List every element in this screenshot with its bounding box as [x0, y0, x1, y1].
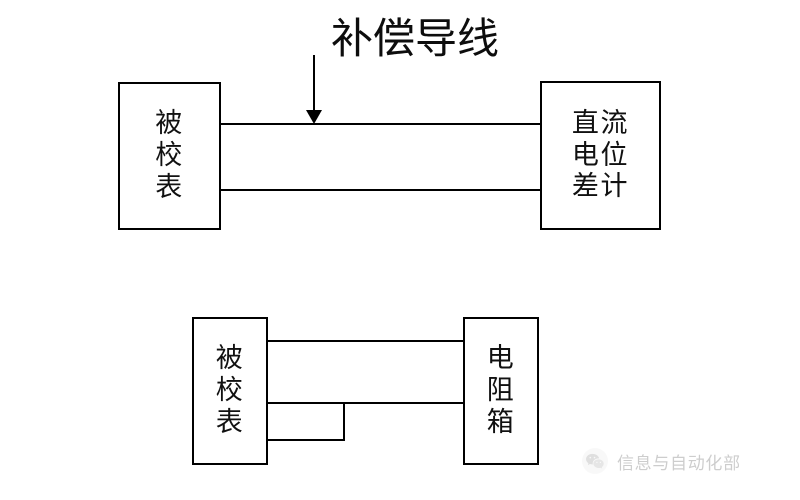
bottom-diagram-wire-jumper — [343, 402, 345, 441]
top-right-box-line-0: 直流 — [571, 107, 630, 139]
compensating-wire-arrow-shaft — [313, 55, 315, 111]
top-diagram-left-box[interactable]: 被 校 表 — [118, 82, 221, 230]
bottom-left-box-char-1: 校 — [215, 375, 245, 407]
top-left-box-char-1: 校 — [155, 140, 184, 172]
bottom-diagram-right-box[interactable]: 电 阻 箱 — [463, 317, 539, 465]
bottom-diagram-wire-lower-stub — [262, 439, 345, 441]
bottom-right-box-char-1: 阻 — [486, 375, 516, 407]
bottom-diagram-wire-upper — [262, 340, 468, 342]
bottom-diagram-left-box[interactable]: 被 校 表 — [192, 317, 268, 465]
bottom-right-box-char-2: 箱 — [486, 406, 516, 438]
top-right-box-line-2: 差计 — [571, 171, 630, 203]
bottom-right-box-char-0: 电 — [486, 343, 516, 375]
top-left-box-char-2: 表 — [155, 171, 184, 203]
top-right-box-line-1: 电位 — [571, 139, 630, 171]
bottom-left-box-char-2: 表 — [215, 406, 245, 438]
bottom-diagram-wire-middle — [262, 402, 468, 404]
diagram-top-title: 补偿导线 — [331, 14, 500, 63]
top-diagram-wire-upper — [214, 123, 546, 125]
compensating-wire-arrow-head — [306, 110, 322, 124]
watermark: 信息与自动化部 — [582, 448, 741, 474]
bottom-left-box-char-0: 被 — [215, 343, 245, 375]
watermark-text: 信息与自动化部 — [617, 453, 741, 474]
top-diagram-wire-lower — [214, 189, 546, 191]
wechat-icon — [582, 448, 608, 474]
top-left-box-char-0: 被 — [155, 108, 184, 140]
top-diagram-right-box[interactable]: 直流 电位 差计 — [540, 81, 661, 230]
